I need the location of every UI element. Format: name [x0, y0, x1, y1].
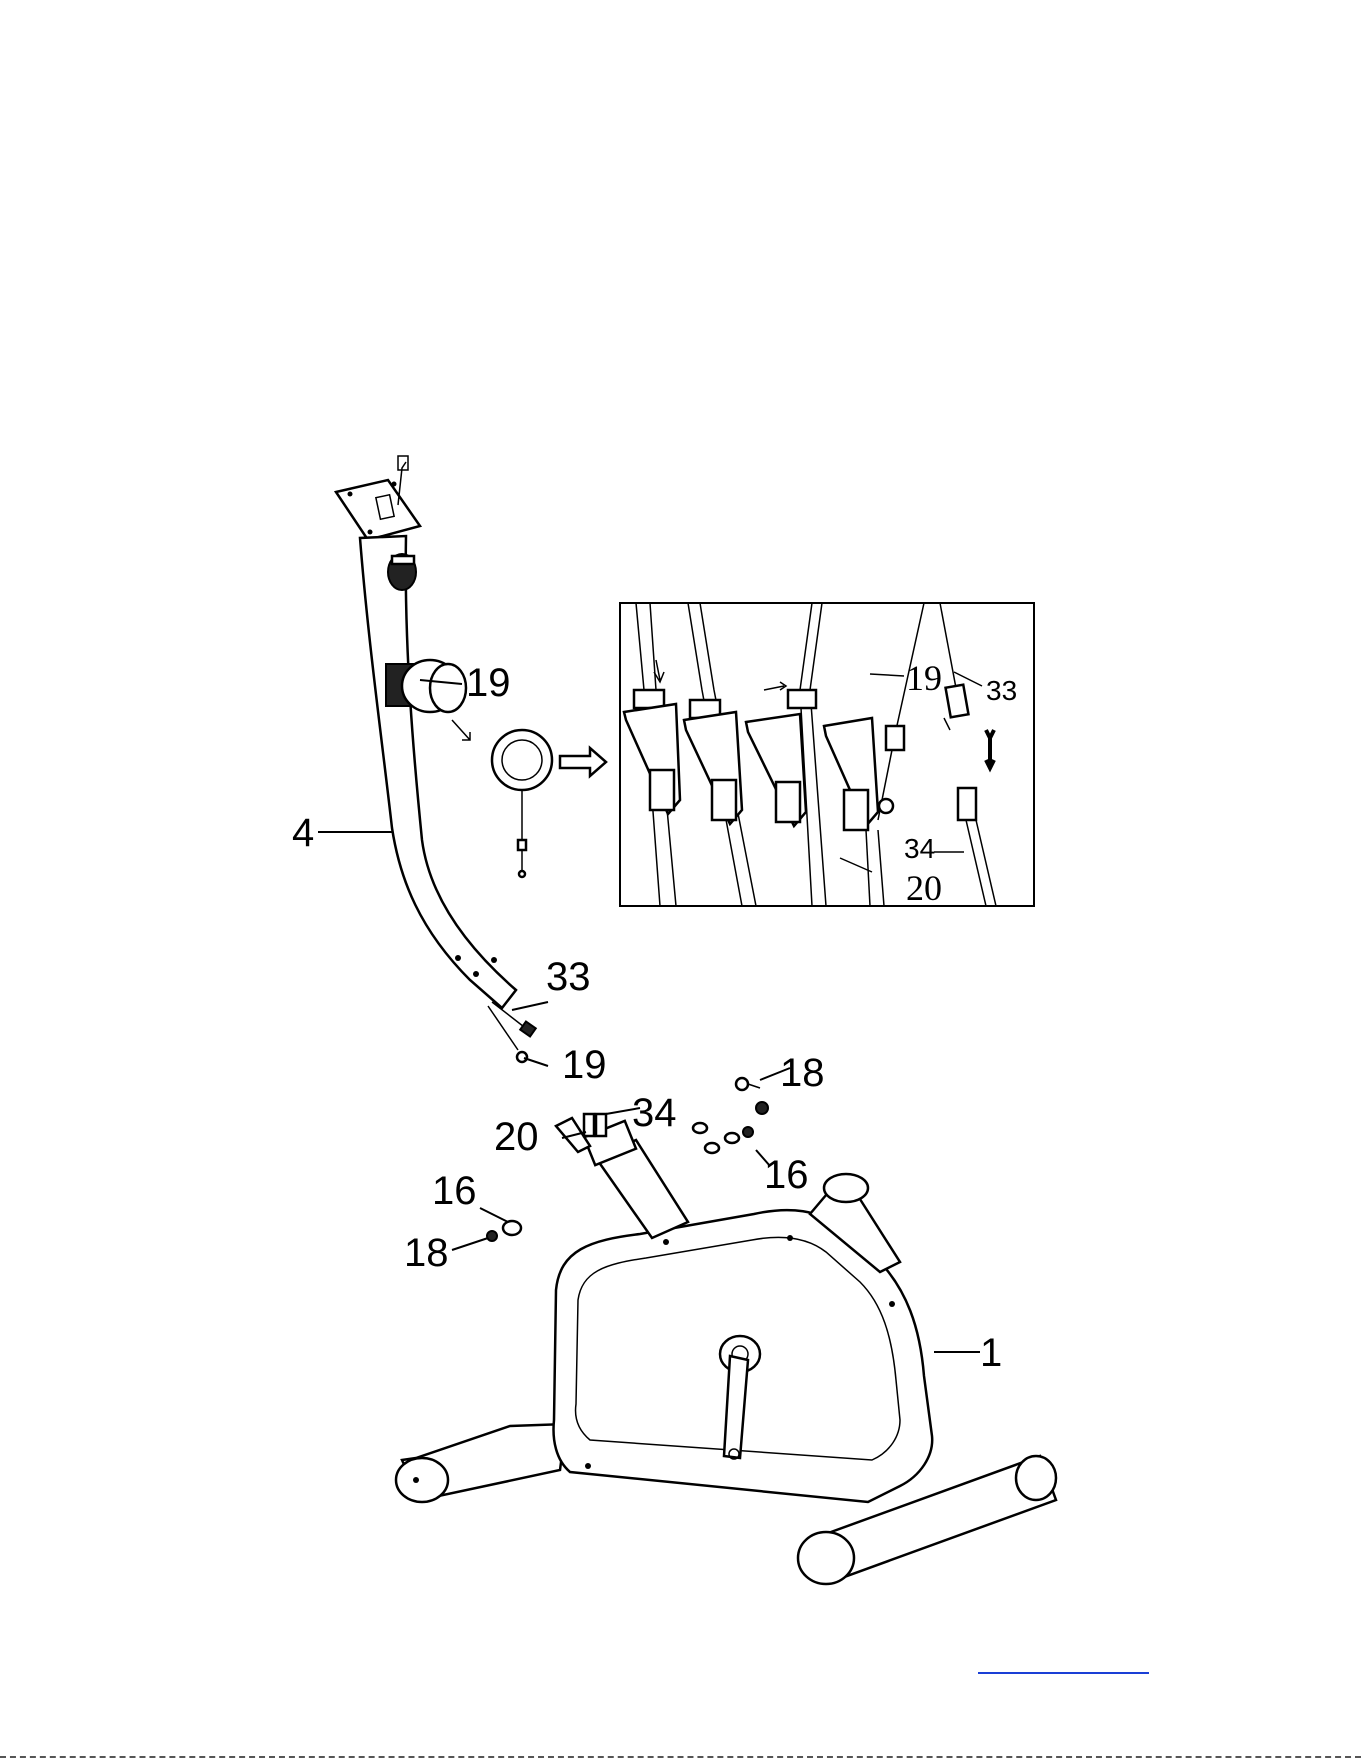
inset-label-20: 20 — [906, 868, 942, 908]
label-20: 20 — [494, 1115, 539, 1159]
label-1: 1 — [980, 1331, 1002, 1375]
label-16-left: 16 — [432, 1169, 477, 1213]
tension-knob-detail — [492, 730, 552, 877]
clip-stage-3 — [746, 603, 826, 906]
clip-stage-1 — [624, 603, 680, 906]
inset-detail — [620, 603, 1034, 906]
inset-label-33: 33 — [986, 675, 1017, 706]
washer-upper-right — [693, 1123, 739, 1153]
bolt-upper-right — [736, 1078, 768, 1137]
bolt-left — [487, 1231, 497, 1241]
label-19-lower: 19 — [562, 1043, 607, 1087]
detail-arrow-down — [452, 720, 470, 740]
label-33: 33 — [546, 955, 591, 999]
inset-label-34: 34 — [904, 833, 935, 864]
label-18-left: 18 — [404, 1231, 449, 1275]
inset-label-19: 19 — [906, 658, 942, 698]
label-4: 4 — [292, 811, 314, 855]
label-16-right: 16 — [764, 1153, 809, 1197]
sensor-connector — [940, 603, 996, 906]
detail-arrow-right — [560, 748, 606, 776]
label-34: 34 — [632, 1091, 677, 1135]
page-bottom-rule — [0, 1756, 1361, 1758]
label-19-top: 19 — [466, 661, 511, 705]
clip-stage-2 — [684, 603, 756, 906]
label-18-right: 18 — [780, 1051, 825, 1095]
washer-left — [503, 1221, 521, 1235]
footer-link-underline[interactable] — [978, 1672, 1149, 1674]
